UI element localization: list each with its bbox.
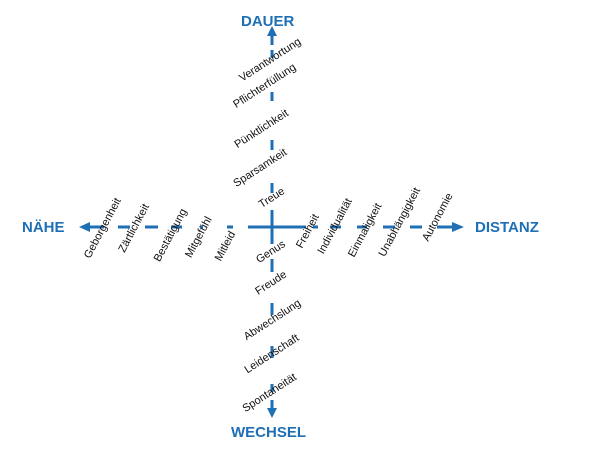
pole-dauer: DAUER [241,13,295,30]
arrow-down-icon [267,408,277,418]
arrow-up-icon [267,26,277,36]
arrow-right-icon [452,222,464,232]
pole-distanz: DISTANZ [475,219,539,236]
pole-wechsel: WECHSEL [231,424,306,441]
pole-naehe: NÄHE [22,219,65,236]
arrow-left-icon [79,222,90,232]
